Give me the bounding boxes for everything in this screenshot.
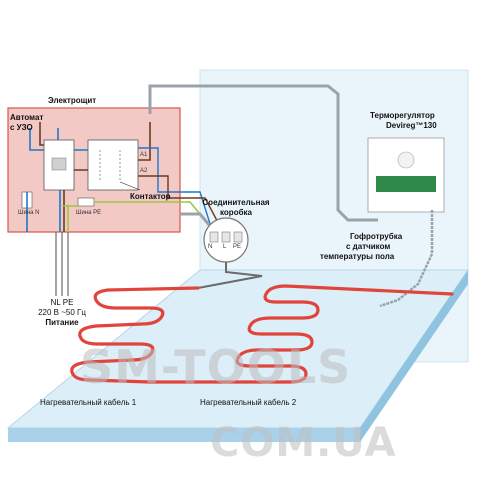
rcd-handle: [51, 157, 67, 171]
conduit-label-line2: с датчиком: [346, 242, 391, 251]
conduit-label-line3: температуры пола: [320, 252, 395, 261]
junction-terminal-n: [209, 231, 219, 243]
bus-n-label: Шина N: [18, 210, 40, 216]
term-pe-label: PE: [233, 244, 242, 250]
contactor-pointer: [119, 181, 141, 191]
junction-terminal-pe: [233, 231, 243, 243]
watermark-line2: COM.UA: [210, 420, 397, 466]
conduit-panel-to-thermostat: [148, 84, 378, 222]
terminal-a1-label: A1: [140, 152, 148, 158]
thermostat-label-line2: Devireg™130: [386, 121, 437, 130]
panel-title: Электрощит: [48, 96, 97, 105]
bus-pe-label: Шина PE: [76, 210, 102, 216]
contactor-label: Контактор: [130, 192, 171, 201]
term-n-label: N: [208, 244, 213, 250]
junction-terminal-l: [221, 231, 231, 243]
floor-front: [8, 428, 360, 442]
floor-side: [360, 270, 468, 442]
junction-label-line1: Соединительная: [202, 198, 270, 207]
junction-label-line2: коробка: [220, 208, 252, 217]
thermostat-device: [367, 137, 445, 213]
supply-title-label: Питание: [45, 318, 79, 327]
cold-lead: [197, 262, 263, 289]
conduit-panel-to-box: [180, 212, 212, 227]
panel-wire-blue: [26, 128, 88, 232]
heating-cable-1-label: Нагревательный кабель 1: [40, 398, 137, 407]
breaker-label-line2: с УЗО: [10, 123, 33, 132]
heating-cable-2-label: Нагревательный кабель 2: [200, 398, 297, 407]
bus-pe-block: [77, 197, 95, 207]
conduit-label-line1: Гофротрубка: [350, 232, 403, 241]
terminal-a2-label: A2: [140, 168, 148, 174]
supply-leads: [55, 232, 69, 296]
thermostat-label-line1: Терморегулятор: [370, 111, 435, 120]
supply-phase-label: NL PE: [50, 298, 74, 307]
thermostat-board: [376, 176, 436, 192]
heating-cable: [70, 284, 454, 384]
supply-voltage-label: 220 В ~50 Гц: [38, 308, 86, 317]
panel-wire-blue-out: [138, 147, 213, 231]
contactor-device: [87, 139, 139, 191]
term-l-label: L: [223, 244, 227, 250]
sensor-conduit: [379, 210, 434, 308]
breaker-label-line1: Автомат: [10, 113, 44, 122]
watermark-line1: SM-TOOLS: [80, 340, 352, 394]
panel-wire-brown: [39, 122, 151, 232]
thermostat-dial: [397, 151, 415, 169]
panel-wire-brown-out: [138, 175, 223, 231]
